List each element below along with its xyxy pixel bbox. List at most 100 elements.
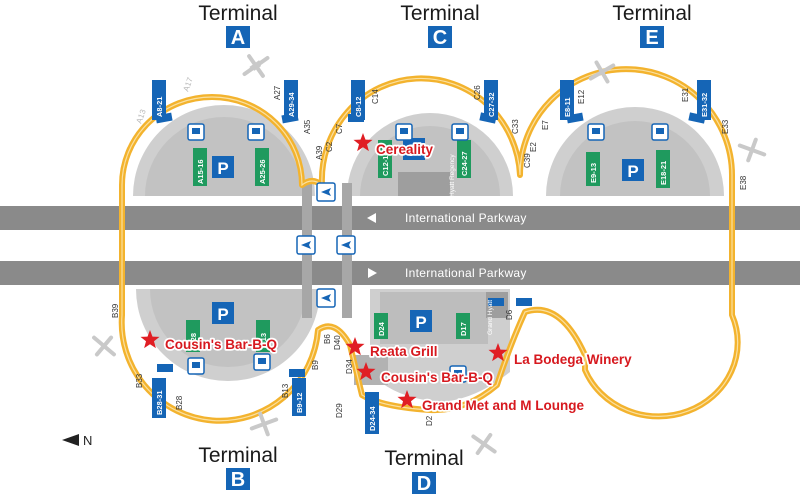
gate-numbers: A13 A17 A27 A35 A39 C2 C7 C14 C26 C33 C3… bbox=[111, 76, 748, 426]
airplane-walkway-icon bbox=[336, 235, 356, 255]
poi-reata-grill[interactable]: Reata Grill bbox=[345, 337, 439, 361]
parking-icon bbox=[622, 159, 644, 181]
svg-text:C12-16: C12-16 bbox=[381, 151, 390, 176]
svg-text:D40: D40 bbox=[333, 335, 342, 350]
parking-d: P bbox=[410, 310, 432, 332]
svg-text:C39: C39 bbox=[523, 153, 532, 168]
terminal-e-badge bbox=[640, 26, 664, 48]
gate-sign-a29-34: A29-34 bbox=[284, 80, 298, 120]
svg-text:N: N bbox=[83, 433, 92, 448]
shuttle-icon bbox=[253, 353, 271, 371]
svg-text:P: P bbox=[217, 159, 228, 178]
airplane-icon bbox=[92, 335, 116, 357]
svg-text:7-28: 7-28 bbox=[189, 333, 198, 348]
airplane-walkway-icon bbox=[316, 288, 336, 308]
poi-label: Reata Grill bbox=[370, 344, 438, 359]
svg-text:Terminal: Terminal bbox=[612, 2, 691, 25]
skylink-station-b2 bbox=[289, 369, 305, 377]
international-parkway-lower bbox=[0, 261, 800, 285]
svg-text:Terminal: Terminal bbox=[198, 2, 277, 25]
parking-a: P bbox=[212, 156, 234, 178]
svg-text:A: A bbox=[231, 27, 245, 49]
svg-text:B6: B6 bbox=[323, 334, 332, 344]
parking-label-c24-27: C24-27 bbox=[457, 140, 471, 178]
airplane-icon bbox=[249, 411, 279, 437]
poi-cereality[interactable]: Cereality bbox=[353, 133, 435, 159]
poi-cousins-bbq-d[interactable]: Cousin's Bar-B-Q bbox=[356, 362, 495, 387]
poi-grand-met-m-lounge[interactable]: Grand Met and M Lounge bbox=[397, 390, 586, 415]
terminal-d-badge bbox=[412, 472, 436, 494]
parking-label-d24: D24 bbox=[374, 313, 388, 339]
airplane-icon bbox=[242, 54, 270, 78]
poi-label: Grand Met and M Lounge bbox=[422, 398, 584, 413]
svg-text:A35: A35 bbox=[303, 119, 312, 134]
terminal-e-label: Terminal E bbox=[612, 2, 691, 49]
shuttle-icon bbox=[651, 123, 669, 141]
svg-text:B9-12: B9-12 bbox=[295, 393, 304, 413]
terminal-c-label: Terminal C bbox=[400, 2, 479, 49]
shuttle-icon bbox=[187, 357, 205, 375]
svg-text:C14: C14 bbox=[371, 89, 380, 104]
star-icon bbox=[397, 390, 417, 409]
svg-text:B28: B28 bbox=[175, 395, 184, 410]
parking-areas: P P P P P A15-16 A25-26 C12-16 bbox=[186, 138, 670, 352]
gate-signs: A8-21 A29-34 C8-12 C27-32 E8-11 E31-32 B… bbox=[152, 80, 711, 434]
airplane-icon bbox=[588, 60, 616, 84]
gate-sign-b28-31: B28-31 bbox=[152, 378, 166, 418]
shuttle-icon bbox=[395, 123, 413, 141]
north-arrow-icon bbox=[62, 434, 79, 446]
points-of-interest: Cereality Cousin's Bar-B-Q Reata Grill C… bbox=[140, 133, 634, 415]
poi-la-bodega-winery[interactable]: La Bodega Winery bbox=[488, 343, 634, 369]
shuttle-icon bbox=[187, 123, 205, 141]
svg-text:E9-13: E9-13 bbox=[589, 163, 598, 183]
svg-text:C7: C7 bbox=[335, 123, 344, 134]
star-icon bbox=[356, 362, 376, 381]
terminal-b-label: Terminal B bbox=[198, 444, 277, 491]
poi-cousins-bbq-b[interactable]: Cousin's Bar-B-Q bbox=[140, 330, 279, 354]
svg-text:E12: E12 bbox=[577, 89, 586, 104]
airplane-icon bbox=[737, 137, 767, 163]
svg-text:C8-12: C8-12 bbox=[354, 97, 363, 117]
parking-label-b7-28: 7-28 bbox=[186, 320, 200, 352]
svg-text:A29-34: A29-34 bbox=[287, 92, 296, 117]
gate-sign-a8-21: A8-21 bbox=[152, 80, 166, 120]
shuttle-icon bbox=[587, 123, 605, 141]
parking-icon bbox=[410, 310, 432, 332]
svg-text:C26: C26 bbox=[473, 85, 482, 100]
gate-sign-e31-32: E31-32 bbox=[697, 80, 711, 120]
parking-icon bbox=[212, 156, 234, 178]
shuttle-icon bbox=[449, 365, 467, 383]
svg-text:E31-32: E31-32 bbox=[700, 93, 709, 117]
svg-text:C24-27: C24-27 bbox=[460, 151, 469, 176]
svg-text:D6: D6 bbox=[505, 309, 514, 320]
gate-sign-d24-34: D24-34 bbox=[365, 392, 379, 434]
parking-label-a15-16: A15-16 bbox=[193, 148, 207, 186]
parking-icon bbox=[403, 138, 425, 160]
star-icon bbox=[140, 330, 160, 349]
direction-arrow-east-icon bbox=[368, 268, 377, 278]
hyatt-regency-label: Hyatt Regency bbox=[449, 154, 456, 197]
parking-label-e9-13: E9-13 bbox=[586, 152, 600, 186]
shuttle-icon bbox=[247, 123, 265, 141]
svg-text:Terminal: Terminal bbox=[198, 444, 277, 467]
svg-text:A39: A39 bbox=[315, 145, 324, 160]
shuttle-icon bbox=[451, 123, 469, 141]
parking-label-c12-16: C12-16 bbox=[378, 140, 392, 178]
international-parkway-upper bbox=[0, 206, 800, 230]
svg-text:P: P bbox=[408, 141, 419, 160]
terminal-c-badge bbox=[428, 26, 452, 48]
airplane-icon bbox=[471, 432, 497, 456]
svg-text:D24: D24 bbox=[377, 321, 386, 336]
svg-text:P: P bbox=[627, 162, 638, 181]
svg-text:E2: E2 bbox=[529, 142, 538, 152]
svg-text:D2: D2 bbox=[425, 415, 434, 426]
star-icon bbox=[488, 343, 508, 362]
parking-label-e18-21: E18-21 bbox=[656, 150, 670, 188]
walkway-icons bbox=[187, 123, 669, 383]
airplane-walkway-icon bbox=[296, 235, 316, 255]
star-icon bbox=[345, 337, 365, 356]
road-label-upper: International Parkway bbox=[405, 211, 527, 225]
svg-text:D29: D29 bbox=[335, 403, 344, 418]
star-icon bbox=[353, 133, 373, 152]
